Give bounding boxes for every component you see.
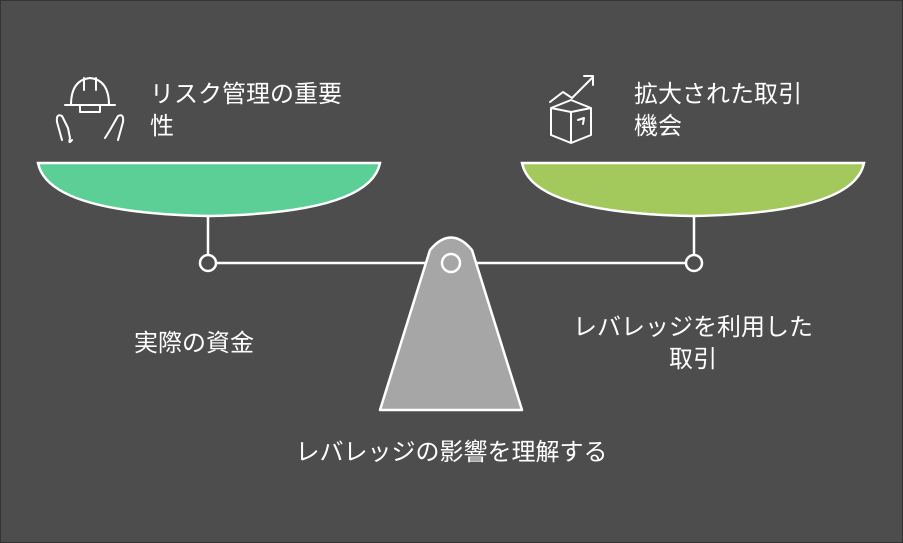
right-title-line1: 拡大された取引 (634, 80, 802, 108)
hands-hardhat-icon (55, 77, 125, 144)
fulcrum-pivot (440, 252, 462, 274)
diagram-title: レバレッジの影響を理解する (295, 438, 608, 466)
right-title-line2: 機会 (634, 112, 682, 140)
right-sublabel-line2: 取引 (669, 345, 717, 373)
left-title: リスク管理の重要性 (150, 80, 342, 140)
left-pan (36, 161, 382, 218)
fulcrum (378, 236, 524, 412)
right-pivot (684, 253, 704, 273)
left-pivot (198, 253, 218, 273)
left-sublabel: 実際の資金 (134, 329, 254, 357)
book-growth-icon (549, 75, 594, 144)
right-sublabel-line1: レバレッジを利用した (573, 313, 813, 341)
right-pan (520, 161, 866, 218)
